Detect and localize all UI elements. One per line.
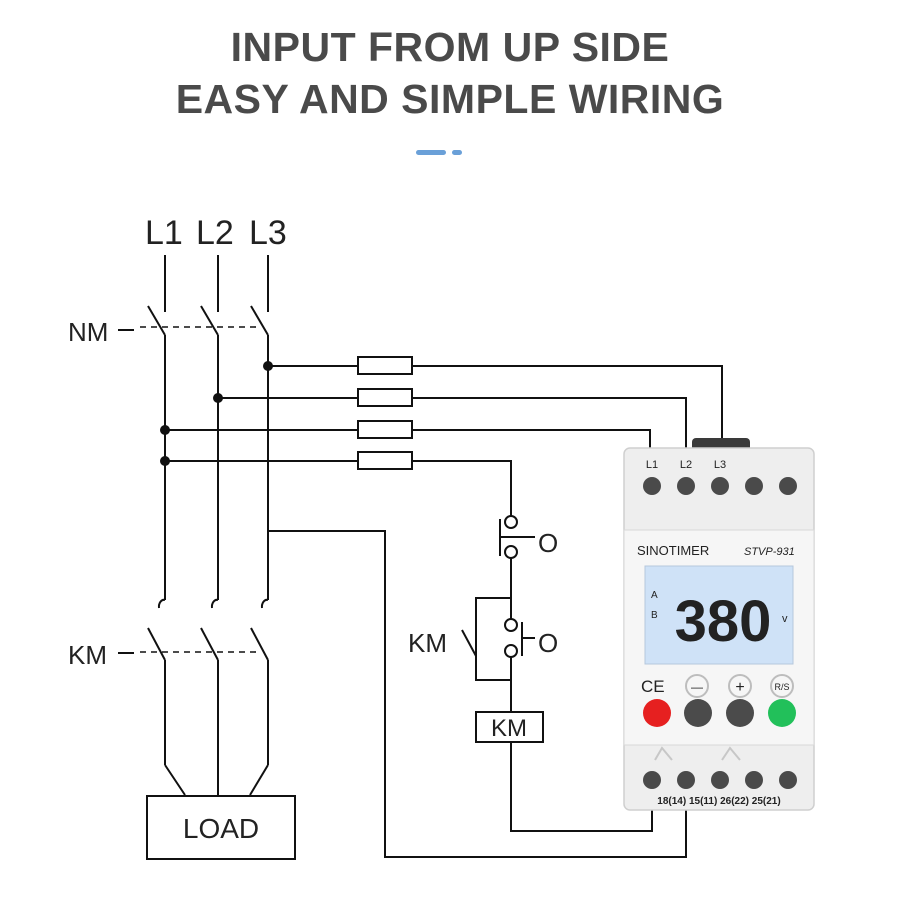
accent-bar-long <box>416 150 446 155</box>
device-terminal-l2: L2 <box>680 459 692 471</box>
device-terminal-l3: L3 <box>714 459 726 471</box>
coil-label: KM <box>491 715 527 742</box>
phase-lines <box>147 255 269 796</box>
coil-return-wire <box>510 742 653 832</box>
aux-contact-label: KM <box>408 628 447 658</box>
l3-return-wire <box>268 530 687 858</box>
plus-button[interactable] <box>726 699 754 727</box>
contactor-label: KM <box>68 640 107 670</box>
phase-label-l1: L1 <box>145 214 183 252</box>
minus-symbol-ring <box>685 674 709 698</box>
stop-pushbutton <box>499 515 535 559</box>
output-terminal-labels: 18(14) 15(11) 26(22) 25(21) <box>657 796 780 807</box>
plus-symbol-ring <box>728 674 752 698</box>
load-box <box>146 795 296 860</box>
start-button-mark: O <box>538 628 558 658</box>
green-button[interactable] <box>768 699 796 727</box>
fused-taps <box>165 356 723 516</box>
red-button[interactable] <box>643 699 671 727</box>
load-label: LOAD <box>183 813 259 844</box>
display-value: 380 <box>675 589 772 654</box>
device-model: STVP-931 <box>744 546 795 558</box>
rs-symbol-ring <box>770 674 794 698</box>
phase-label-l3: L3 <box>249 214 287 252</box>
start-pushbutton <box>461 597 535 712</box>
accent-bar-short <box>452 150 462 155</box>
minus-symbol: — <box>691 680 703 694</box>
stop-button-mark: O <box>538 528 558 558</box>
device-terminal-l1: L1 <box>646 459 658 471</box>
display-unit: v <box>782 613 788 625</box>
coil-box <box>475 711 544 743</box>
plus-symbol: + <box>735 679 744 696</box>
heading-line-2: EASY AND SIMPLE WIRING <box>175 76 725 122</box>
breaker-label: NM <box>68 317 108 347</box>
rs-symbol: R/S <box>774 682 789 692</box>
voltage-relay <box>623 438 815 811</box>
display-indicator-a: A <box>651 590 658 601</box>
junction-dots <box>160 361 273 466</box>
minus-button[interactable] <box>684 699 712 727</box>
heading-line-1: INPUT FROM UP SIDE <box>230 24 670 70</box>
device-brand: SINOTIMER <box>637 543 709 558</box>
phase-label-l2: L2 <box>196 214 234 252</box>
ce-mark: CE <box>641 677 665 696</box>
display-indicator-b: B <box>651 610 658 621</box>
